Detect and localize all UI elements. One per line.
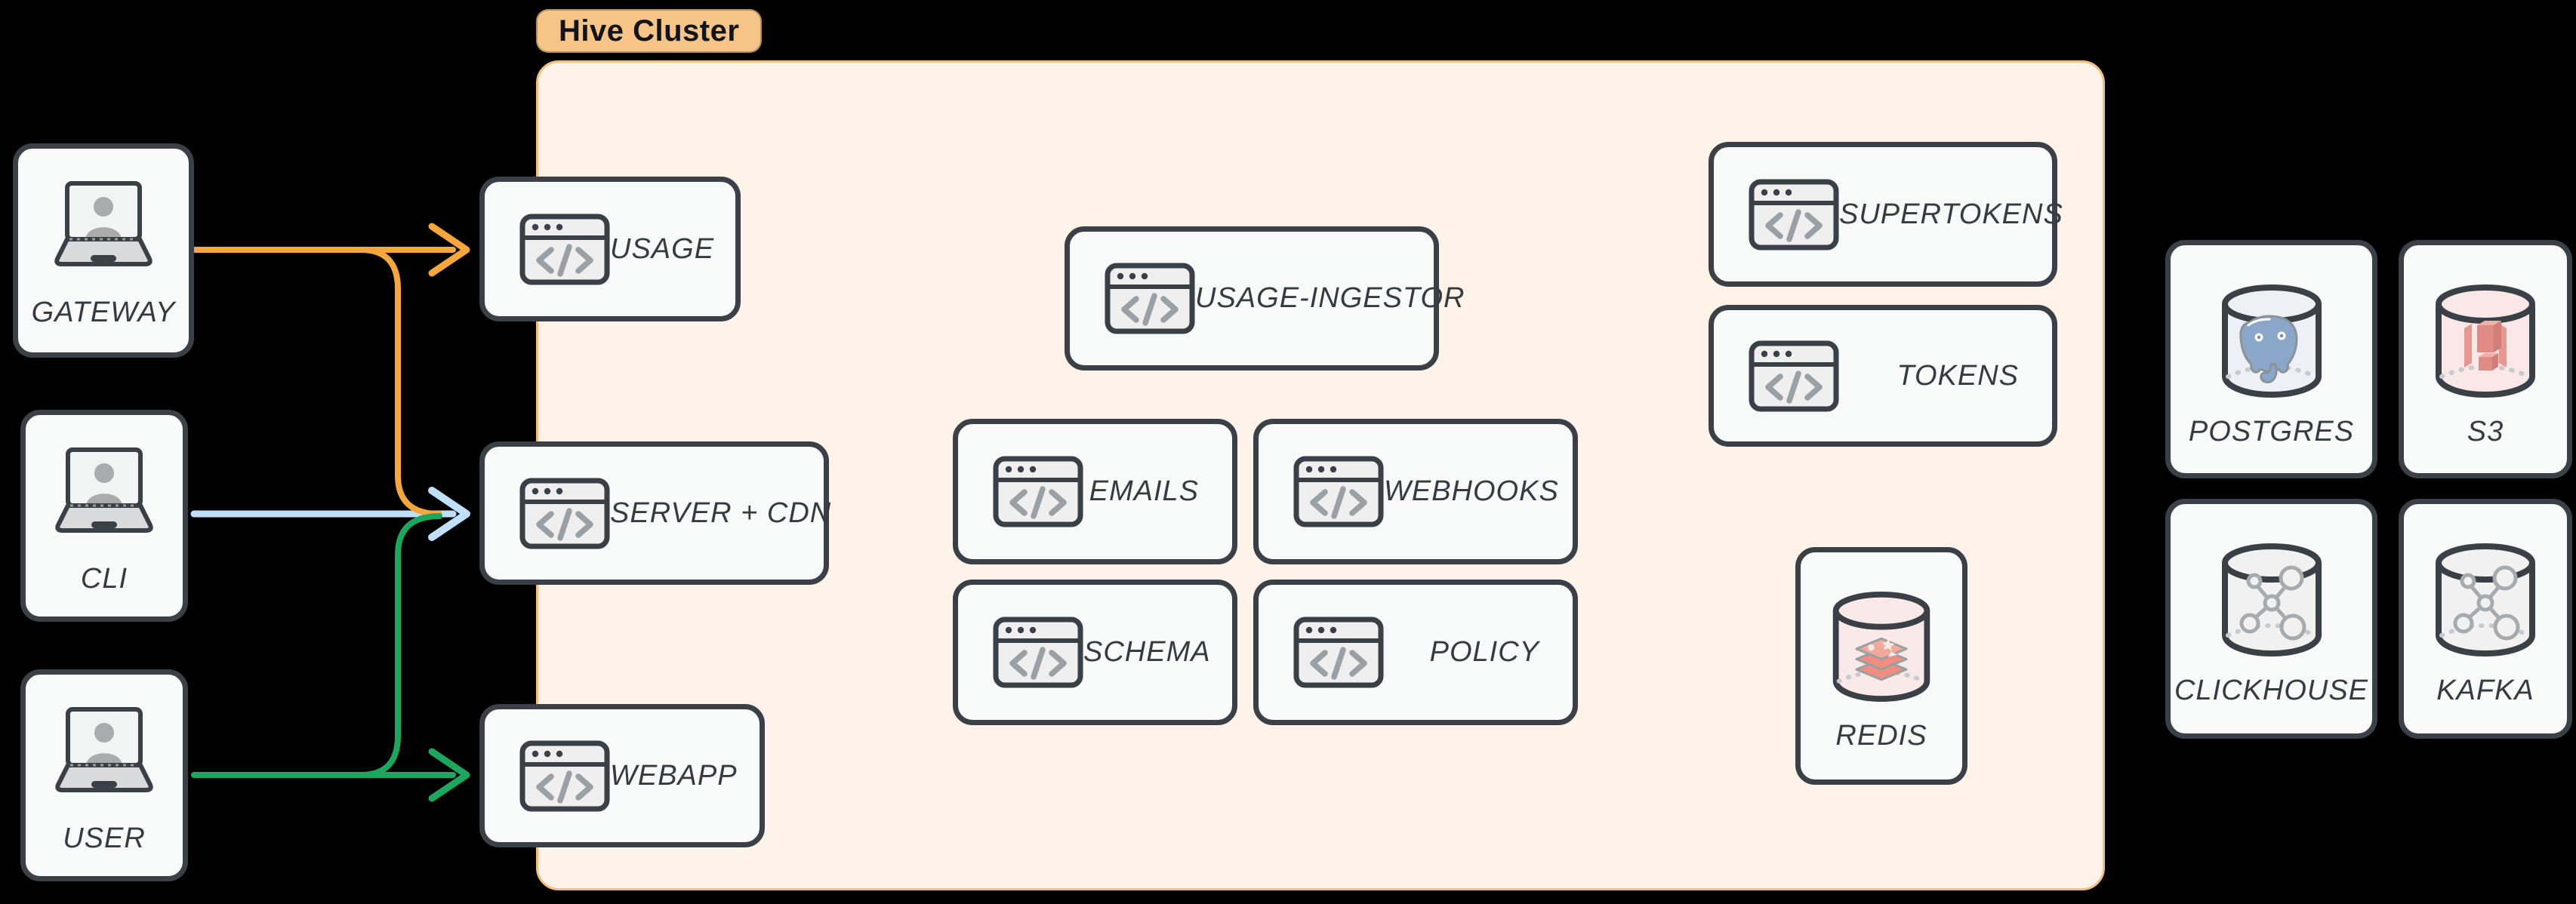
service-node-server-cdn: SERVER + CDN	[479, 441, 832, 585]
code-window-icon	[993, 617, 1083, 688]
code-window-icon	[519, 478, 610, 549]
service-label: SCHEMA	[1083, 636, 1211, 668]
laptop-user-icon	[36, 447, 172, 545]
datastore-node-postgres: POSTGRES	[2165, 240, 2377, 478]
service-label: USAGE-INGESTOR	[1195, 282, 1465, 314]
postgres-database-icon	[2215, 280, 2328, 401]
edge-user-servercdn	[358, 513, 442, 778]
client-label: CLI	[80, 563, 128, 595]
datastore-label: KAFKA	[2436, 675, 2534, 706]
code-window-icon	[1293, 456, 1384, 527]
arrowhead-servercdn	[428, 487, 470, 541]
laptop-user-icon	[36, 706, 172, 804]
service-label: POLICY	[1429, 636, 1539, 668]
kafka-broker-icon	[2429, 539, 2542, 660]
code-window-icon	[1749, 179, 1839, 251]
service-label: SUPERTOKENS	[1839, 198, 2063, 230]
client-label: GATEWAY	[31, 297, 176, 328]
client-node-cli: CLI	[20, 410, 188, 622]
arrowhead-webapp	[428, 748, 470, 802]
laptop-user-icon	[35, 180, 171, 278]
datastore-label: REDIS	[1835, 720, 1927, 752]
datastore-node-s3: S3	[2399, 240, 2572, 478]
service-label: WEBHOOKS	[1384, 475, 1559, 507]
service-node-webapp: WEBAPP	[479, 704, 765, 847]
service-node-emails: EMAILS	[953, 419, 1237, 564]
service-node-policy: POLICY	[1253, 580, 1578, 725]
code-window-icon	[1293, 617, 1384, 688]
datastore-label: CLICKHOUSE	[2174, 675, 2369, 706]
datastore-label: POSTGRES	[2188, 416, 2355, 447]
service-label: EMAILS	[1089, 475, 1199, 507]
code-window-icon	[519, 214, 610, 285]
edge-gateway-servercdn	[358, 247, 442, 517]
service-label: WEBAPP	[610, 759, 738, 792]
datastore-label: S3	[2467, 416, 2504, 447]
code-window-icon	[1105, 263, 1195, 334]
datastore-node-clickhouse: CLICKHOUSE	[2165, 499, 2377, 739]
service-label: USAGE	[610, 232, 715, 265]
client-node-gateway: GATEWAY	[13, 143, 194, 358]
service-label: SERVER + CDN	[610, 497, 832, 529]
datastore-node-kafka: KAFKA	[2399, 499, 2572, 739]
service-node-schema: SCHEMA	[953, 580, 1237, 725]
client-label: USER	[63, 823, 146, 854]
clickhouse-database-icon	[2215, 539, 2328, 660]
code-window-icon	[993, 456, 1083, 527]
code-window-icon	[519, 740, 610, 812]
service-label: TOKENS	[1897, 359, 2019, 392]
hive-cluster-badge-label: Hive Cluster	[559, 14, 740, 48]
s3-storage-icon	[2429, 280, 2542, 401]
code-window-icon	[1749, 340, 1839, 412]
redis-database-icon	[1826, 587, 1937, 705]
service-node-webhooks: WEBHOOKS	[1253, 419, 1578, 564]
service-node-usage-ingestor: USAGE-INGESTOR	[1065, 226, 1464, 371]
hive-cluster-badge: Hive Cluster	[536, 9, 763, 53]
service-node-supertokens: SUPERTOKENS	[1709, 142, 2063, 287]
service-node-tokens: TOKENS	[1709, 305, 2057, 447]
client-node-user: USER	[20, 669, 188, 881]
service-node-usage: USAGE	[479, 177, 741, 321]
arrowhead-usage	[428, 223, 470, 277]
datastore-node-redis: REDIS	[1795, 547, 1967, 785]
